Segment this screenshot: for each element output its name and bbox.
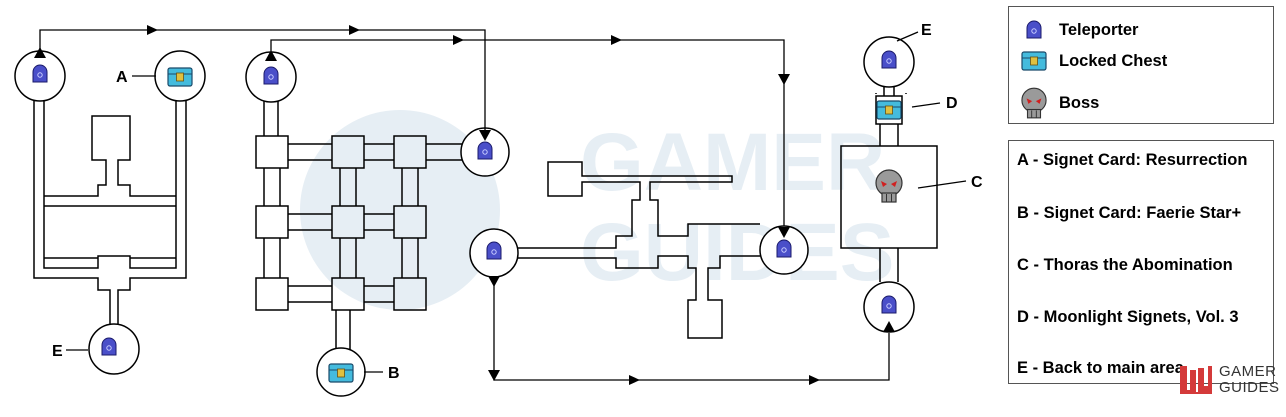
brand-logo-icon	[1180, 366, 1212, 394]
map-label-d: D	[946, 95, 958, 112]
locked-chest-icon	[328, 363, 354, 383]
map-label-e-top: E	[921, 22, 932, 39]
label-pointers	[66, 31, 967, 373]
area-2-grid	[255, 100, 462, 350]
locked-chest-icon	[876, 100, 902, 120]
key-line-b: B - Signet Card: Faerie Star+	[1017, 204, 1242, 222]
area-1-teleports	[14, 50, 206, 375]
teleporter-icon	[477, 141, 493, 160]
teleporter-icon	[101, 337, 117, 356]
brand-line1: GAMER	[1219, 363, 1277, 380]
map-label-c: C	[971, 174, 983, 191]
legend: Teleporter Locked Chest Boss	[1008, 6, 1274, 124]
brand-line2: GUIDES	[1219, 379, 1280, 396]
teleporter-icon	[486, 241, 502, 260]
teleporter-icon	[263, 66, 279, 85]
area-4-rooms	[840, 93, 938, 282]
teleporter-icon	[881, 50, 897, 69]
key-line-e: E - Back to main area	[1017, 359, 1184, 377]
teleport-paths	[39, 29, 890, 381]
path-arrows	[34, 25, 895, 385]
key-line-a: A - Signet Card: Resurrection	[1017, 151, 1248, 169]
key-line-d: D - Moonlight Signets, Vol. 3	[1017, 308, 1239, 326]
key-line-c: C - Thoras the Abomination	[1017, 256, 1233, 274]
dungeon-map: GAMER GUIDES	[14, 22, 983, 397]
area-4-nodes	[863, 36, 915, 333]
legend-row-chest: Locked Chest	[1021, 50, 1167, 72]
area-1-rooms	[33, 88, 187, 335]
locked-chest-icon	[1021, 51, 1047, 71]
legend-label: Locked Chest	[1059, 51, 1168, 70]
area-3-teleports	[469, 225, 809, 278]
area-2-nodes	[245, 51, 510, 397]
map-label-b: B	[388, 365, 400, 382]
brand-logo: GAMER GUIDES	[1178, 362, 1280, 398]
map-label-e-bottom: E	[52, 343, 63, 360]
map-label-a: A	[116, 69, 128, 86]
teleporter-icon	[1026, 20, 1042, 39]
teleporter-icon	[881, 295, 897, 314]
legend-row-teleporter: Teleporter	[1021, 19, 1138, 41]
teleporter-icon	[32, 64, 48, 83]
legend-label: Teleporter	[1059, 20, 1139, 39]
teleporter-icon	[776, 239, 792, 258]
watermark-line2: GUIDES	[580, 207, 894, 298]
watermark-line1: GAMER	[580, 117, 885, 208]
legend-row-boss: Boss	[1021, 87, 1099, 119]
area-3-rooms	[518, 161, 760, 339]
legend-label: Boss	[1059, 93, 1100, 112]
locked-chest-icon	[167, 67, 193, 87]
watermark: GAMER GUIDES	[300, 110, 894, 310]
boss-skull-icon	[1021, 87, 1047, 119]
key-box: A - Signet Card: Resurrection B - Signet…	[1008, 140, 1274, 384]
